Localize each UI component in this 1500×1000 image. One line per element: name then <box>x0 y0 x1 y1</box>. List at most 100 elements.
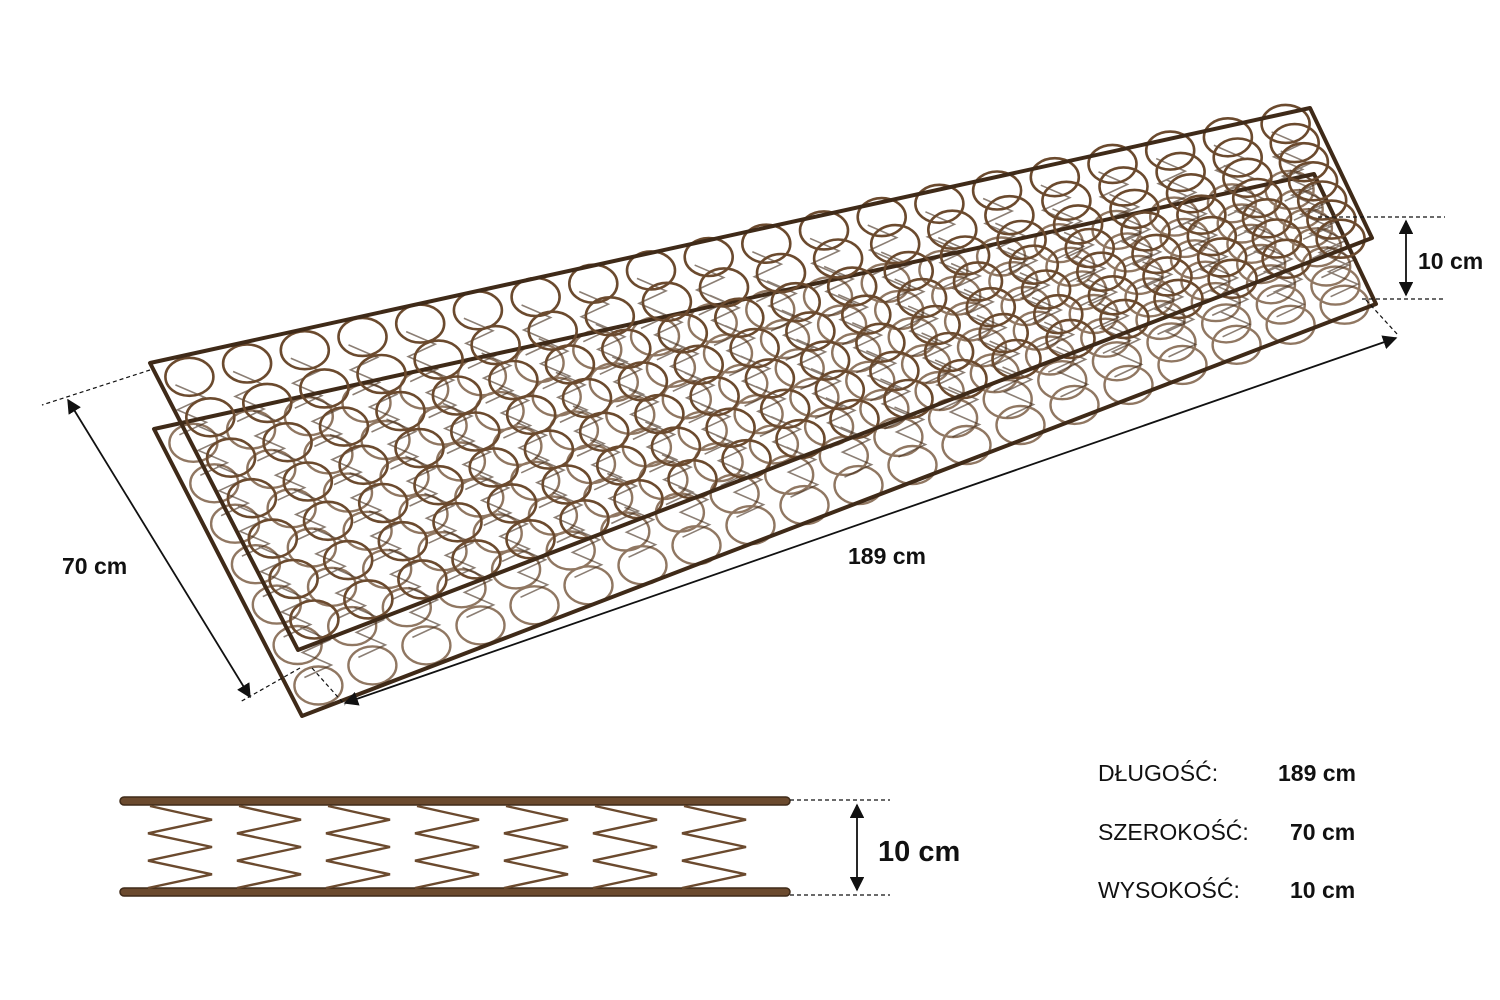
spring-body <box>1280 150 1314 202</box>
bottom-coil <box>1282 207 1334 249</box>
spring-body <box>293 488 327 541</box>
top-coil <box>1196 237 1248 278</box>
length-arrow <box>343 335 1398 706</box>
spring-body <box>1019 271 1053 324</box>
top-coil-layer <box>164 103 1366 640</box>
top-coil <box>1176 194 1227 235</box>
spring-body <box>937 236 972 289</box>
spring-body <box>1153 283 1187 336</box>
side-spring <box>325 804 391 890</box>
spec-height-value: 10 cm <box>1290 877 1355 903</box>
top-coil <box>812 238 864 279</box>
bottom-coil <box>1273 188 1324 230</box>
spring-unit-side-view <box>119 796 791 897</box>
top-coil <box>926 209 978 250</box>
spring-body <box>1298 188 1333 241</box>
top-coil <box>1296 180 1348 221</box>
top-coil <box>1076 251 1127 293</box>
bottom-coil <box>1200 303 1252 344</box>
spring-unit-perspective <box>148 103 1378 718</box>
top-coil <box>164 356 215 398</box>
side-spring <box>147 804 213 890</box>
top-coil <box>826 266 878 307</box>
top-coil <box>1241 198 1293 239</box>
width-label: 70 cm <box>62 553 127 579</box>
spring-body <box>880 251 915 303</box>
top-coil <box>1165 173 1217 214</box>
spring-body <box>300 626 334 679</box>
bottom-coil <box>969 353 1020 394</box>
height-label: 10 cm <box>1418 248 1483 274</box>
top-coil <box>1064 227 1115 269</box>
side-height-label: 10 cm <box>878 836 960 868</box>
top-coil <box>896 277 948 319</box>
spring-body <box>290 357 324 409</box>
spring-body <box>950 262 985 315</box>
top-coil <box>1029 156 1081 198</box>
side-spring <box>236 804 302 890</box>
spec-width-name: SZEROKOŚĆ: <box>1098 818 1249 845</box>
spec-height-name: WYSOKOŚĆ: <box>1098 876 1240 903</box>
spring-body <box>1218 286 1252 338</box>
specs-list: DŁUGOŚĆ: 189 cm SZEROKOŚĆ: 70 cm WYSOKOŚ… <box>1098 759 1356 903</box>
top-coil <box>1087 143 1138 185</box>
spring-body <box>1063 231 1098 284</box>
top-coil <box>1155 151 1206 193</box>
spring-body <box>1007 247 1041 299</box>
spring-body <box>1075 255 1109 307</box>
spring-body <box>1272 266 1306 318</box>
top-coil <box>1306 199 1357 240</box>
top-coil <box>1109 188 1160 230</box>
top-coil <box>984 194 1035 236</box>
bottom-coil <box>1255 284 1307 325</box>
top-coil <box>1212 137 1263 178</box>
spring-body <box>1040 184 1074 236</box>
top-coil <box>740 223 792 264</box>
bottom-coil <box>1291 227 1343 268</box>
spring-body <box>1262 245 1296 298</box>
spring-body <box>963 288 997 341</box>
top-coil <box>883 250 935 292</box>
top-coil <box>1120 211 1171 252</box>
dimension-arrows <box>67 219 1414 892</box>
bottom-coil <box>347 645 398 686</box>
bottom-coil <box>293 665 344 706</box>
top-coil <box>755 252 807 294</box>
top-coil <box>798 210 850 251</box>
bottom-coil <box>1113 254 1164 296</box>
spring-body <box>1052 208 1086 260</box>
top-coil <box>1202 117 1254 158</box>
top-coil <box>1251 218 1303 259</box>
top-coil <box>282 461 334 502</box>
bottom-coil-layer <box>168 169 1370 706</box>
top-coil <box>1287 161 1339 202</box>
top-coil <box>1144 130 1196 171</box>
bottom-coil <box>455 605 506 646</box>
side-spring <box>681 804 747 890</box>
top-coil <box>1231 177 1283 219</box>
top-coil <box>268 558 319 600</box>
top-coil <box>952 261 1004 302</box>
spec-length-name: DŁUGOŚĆ: <box>1098 759 1218 786</box>
spring-body <box>1098 171 1132 223</box>
top-coil <box>1153 278 1204 320</box>
spring-body <box>1317 226 1351 279</box>
spring-body <box>1289 169 1323 221</box>
top-coil <box>869 223 921 265</box>
spec-length-value: 189 cm <box>1278 760 1356 786</box>
top-coil <box>939 235 991 276</box>
spring-body <box>823 265 858 318</box>
spring-body <box>232 370 267 423</box>
width-arrow <box>67 398 251 699</box>
top-coil <box>965 286 1017 328</box>
top-coil <box>698 267 750 308</box>
spring-body <box>1120 216 1154 268</box>
spring-body <box>273 449 307 501</box>
bottom-coil <box>417 405 468 446</box>
spring-body <box>310 395 344 448</box>
spring-body <box>253 410 287 462</box>
spring-body <box>1131 238 1165 291</box>
spring-body <box>894 278 928 330</box>
